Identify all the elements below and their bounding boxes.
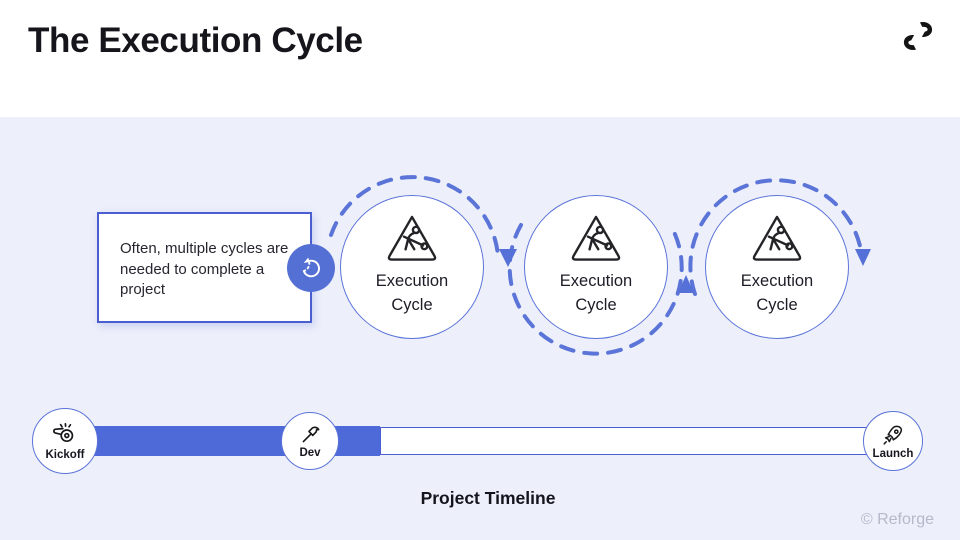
- hammer-icon: [299, 423, 322, 446]
- rocket-icon: [881, 423, 905, 447]
- refresh-badge: [287, 244, 335, 292]
- construction-sign-icon: [566, 211, 626, 266]
- milestone-label: Kickoff: [45, 448, 85, 461]
- content-panel: [0, 117, 960, 540]
- cycle-label: Execution Cycle: [375, 272, 449, 314]
- page-title: The Execution Cycle: [28, 21, 363, 60]
- refresh-cycle-icon: [298, 255, 324, 281]
- cycle-label: Execution Cycle: [559, 272, 633, 314]
- execution-cycle-node: Execution Cycle: [340, 195, 484, 339]
- callout-text: Often, multiple cycles are needed to com…: [120, 240, 289, 298]
- watermark: © Reforge: [860, 511, 934, 528]
- timeline-progress-remaining: [380, 427, 878, 455]
- construction-sign-icon: [747, 211, 807, 266]
- milestone-kickoff: Kickoff: [32, 408, 98, 474]
- timeline-title: Project Timeline: [420, 488, 556, 508]
- construction-sign-icon: [382, 211, 442, 266]
- milestone-label: Dev: [299, 447, 321, 459]
- execution-cycle-node: Execution Cycle: [524, 195, 668, 339]
- execution-cycle-node: Execution Cycle: [705, 195, 849, 339]
- cycle-label: Execution Cycle: [740, 272, 814, 314]
- milestone-dev: Dev: [281, 412, 339, 470]
- milestone-label: Launch: [872, 447, 914, 460]
- milestone-launch: Launch: [863, 411, 923, 471]
- whistle-icon: [52, 422, 78, 448]
- callout-box: Often, multiple cycles are needed to com…: [97, 212, 312, 323]
- reforge-logo-icon: [900, 18, 936, 54]
